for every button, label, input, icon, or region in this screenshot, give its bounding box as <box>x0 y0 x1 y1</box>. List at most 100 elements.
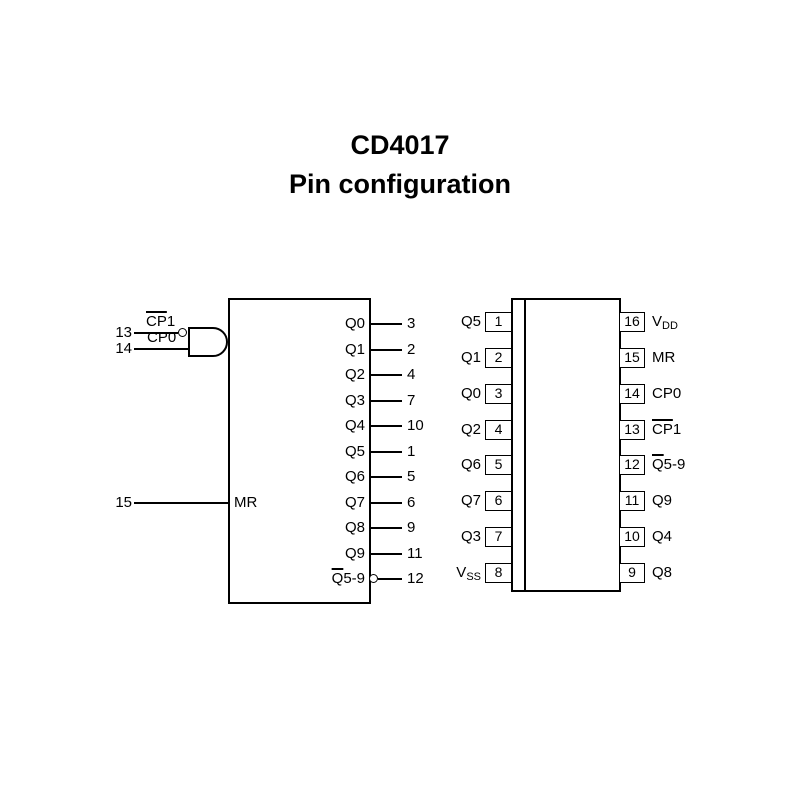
pin-box: 9 <box>619 563 645 583</box>
output-label: Q4 <box>344 417 365 434</box>
output-wire <box>371 400 402 402</box>
pin-row: Q7 6 11 Q9 <box>0 491 800 511</box>
pin-label: Q4 <box>652 528 673 545</box>
pin-number: 7 <box>407 392 416 409</box>
pin-label: CP1 <box>652 421 682 438</box>
output-label: Q5-9 <box>331 570 365 587</box>
pin-label: Q1 <box>460 349 481 366</box>
pin-label: MR <box>652 349 676 366</box>
pin-number: 6 <box>407 494 416 511</box>
cp1-wire <box>134 332 178 334</box>
pin-label: Q5 <box>460 313 481 330</box>
block-output-row: Q3 7 <box>0 392 460 410</box>
pin-row: Q1 2 15 MR <box>0 348 800 368</box>
block-output-row: Q6 5 <box>0 468 460 486</box>
output-wire <box>371 425 402 427</box>
output-wire <box>371 349 402 351</box>
pin-label: Q8 <box>652 564 673 581</box>
pin-row: VSS 8 9 Q8 <box>0 563 800 583</box>
pin-number: 1 <box>407 443 416 460</box>
pin-number: 14 <box>115 340 132 357</box>
pin-box: 12 <box>619 455 645 475</box>
chip-name: CD4017 <box>350 130 450 160</box>
output-wire <box>371 553 402 555</box>
cp0-wire <box>134 348 190 350</box>
dip-pin1-side-line <box>524 300 526 590</box>
output-wire <box>378 578 402 580</box>
pin-number: 3 <box>407 315 416 332</box>
output-label: Q3 <box>344 392 365 409</box>
pin-box: 13 <box>619 420 645 440</box>
block-output-row: Q8 9 <box>0 519 460 537</box>
pin-box: 3 <box>485 384 512 404</box>
diagram-subtitle: Pin configuration <box>289 169 511 199</box>
pin-label: Q3 <box>460 528 481 545</box>
output-wire <box>371 527 402 529</box>
pin-box: 1 <box>485 312 512 332</box>
block-output-row: Q0 3 <box>0 315 460 333</box>
inverter-bubble-icon <box>369 574 378 583</box>
and-gate-icon <box>188 327 228 357</box>
output-label: Q9 <box>344 545 365 562</box>
pin-box: 7 <box>485 527 512 547</box>
pin-number: 11 <box>407 545 423 562</box>
signal-label-mr: MR <box>234 494 258 511</box>
pin-box: 14 <box>619 384 645 404</box>
output-label: Q7 <box>344 494 365 511</box>
dip-package-body <box>511 298 621 592</box>
pin-number: 4 <box>407 366 416 383</box>
output-wire <box>371 323 402 325</box>
pin-box: 4 <box>485 420 512 440</box>
counter-block <box>228 298 371 604</box>
block-output-row: Q1 2 <box>0 341 460 359</box>
pin-number: 13 <box>115 324 132 341</box>
pin-label: Q6 <box>460 456 481 473</box>
inverter-bubble-icon <box>178 328 187 337</box>
pin-row: Q5 1 16 VDD <box>0 312 800 332</box>
output-label: Q8 <box>344 519 365 536</box>
pin-box: 10 <box>619 527 645 547</box>
pin-number: 9 <box>407 519 416 536</box>
pin-box: 15 <box>619 348 645 368</box>
pin-box: 16 <box>619 312 645 332</box>
pin-label: CP0 <box>652 385 682 402</box>
pin-label: Q9 <box>652 492 673 509</box>
pin-label: VSS <box>456 564 481 583</box>
block-output-row: Q2 4 <box>0 366 460 384</box>
pin-label: Q0 <box>460 385 481 402</box>
output-label: Q5 <box>344 443 365 460</box>
pin-number: 5 <box>407 468 416 485</box>
output-label: Q1 <box>344 341 365 358</box>
output-label: Q0 <box>344 315 365 332</box>
pin-box: 11 <box>619 491 645 511</box>
mr-wire <box>134 502 230 504</box>
block-output-row: Q4 10 <box>0 417 460 435</box>
block-output-row: Q5 1 <box>0 443 460 461</box>
pin-row: Q2 4 13 CP1 <box>0 420 800 440</box>
pin-row: Q3 7 10 Q4 <box>0 527 800 547</box>
pin-number: 12 <box>407 570 424 587</box>
block-output-row: Q7 6 <box>0 494 460 512</box>
pin-label: Q2 <box>460 421 481 438</box>
pin-box: 2 <box>485 348 512 368</box>
output-wire <box>371 502 402 504</box>
block-output-row: Q5-9 12 <box>0 570 460 588</box>
pin-label: Q5-9 <box>652 456 686 473</box>
pin-row: Q0 3 14 CP0 <box>0 384 800 404</box>
pin-label: VDD <box>652 313 678 332</box>
output-label: Q2 <box>344 366 365 383</box>
title-block: CD4017 Pin configuration <box>0 126 800 204</box>
output-wire <box>371 476 402 478</box>
output-wire <box>371 451 402 453</box>
pin-box: 8 <box>485 563 512 583</box>
pin-number: 2 <box>407 341 416 358</box>
signal-label-cp0: CP0 <box>147 329 177 346</box>
pin-number: 15 <box>115 494 132 511</box>
pin-box: 6 <box>485 491 512 511</box>
output-label: Q6 <box>344 468 365 485</box>
pin-number: 10 <box>407 417 424 434</box>
output-wire <box>371 374 402 376</box>
pin-row: Q6 5 12 Q5-9 <box>0 455 800 475</box>
block-output-row: Q9 11 <box>0 545 460 563</box>
